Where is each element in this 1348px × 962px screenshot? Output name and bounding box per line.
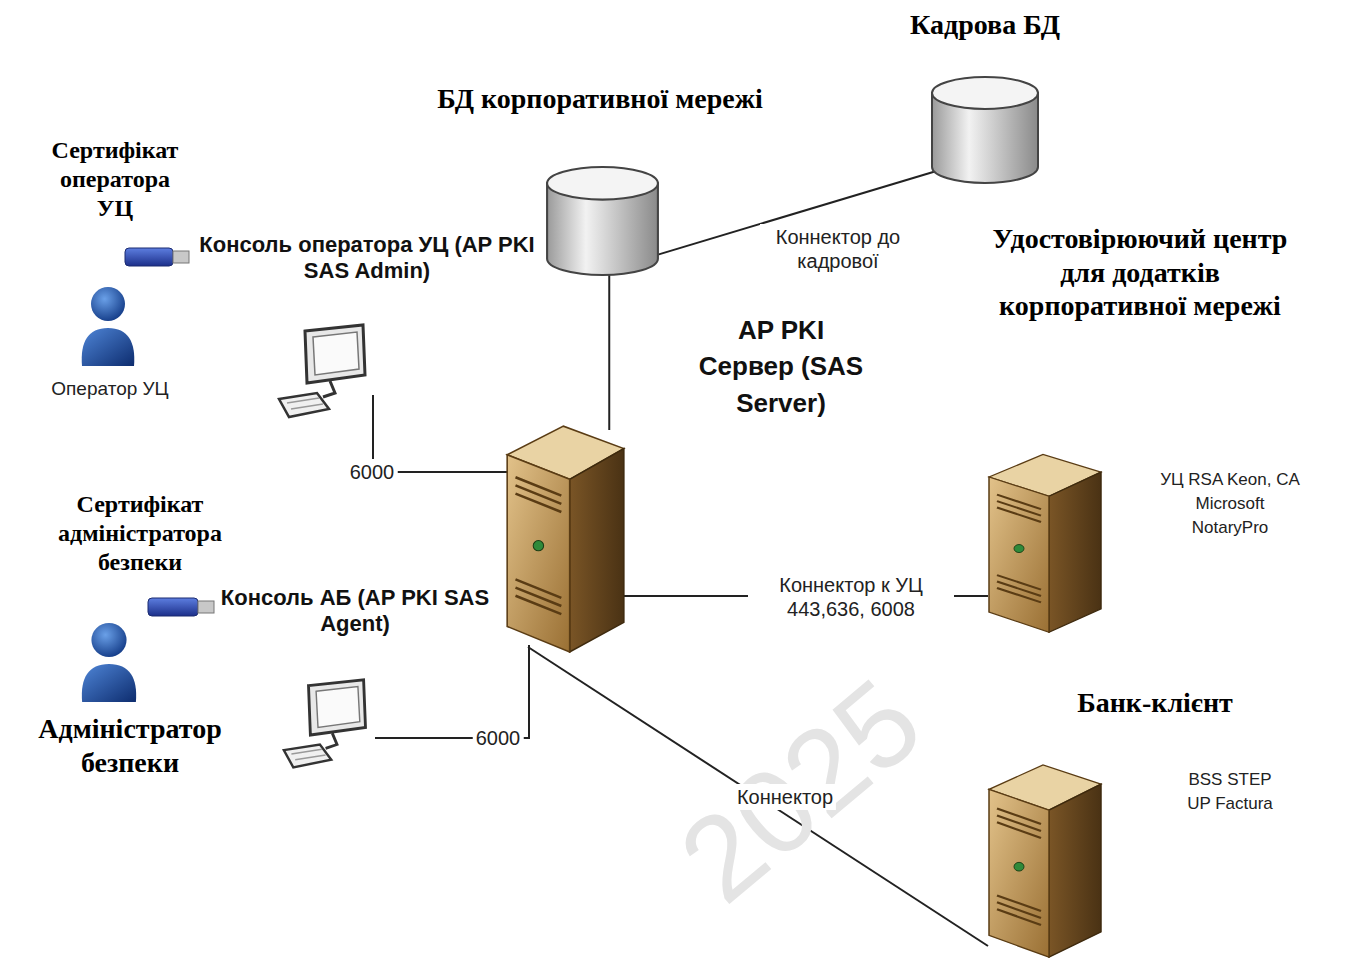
user-icon: Адміністратор безпеки (10, 618, 250, 779)
workstation-shape (275, 323, 375, 423)
workstation-shape (280, 678, 375, 773)
database-cylinder-shape (545, 165, 660, 277)
shape-outline (78, 618, 140, 703)
shape-outline (545, 165, 660, 277)
server-tower-shape (503, 418, 628, 653)
connector-label: 6000 (347, 459, 398, 485)
connector-line (608, 273, 610, 430)
shape-outline (503, 418, 628, 653)
user-icon-shape (78, 282, 138, 367)
usb-token (125, 248, 189, 266)
workstation: Консоль оператора УЦ (AP PKI SAS Admin) (192, 232, 542, 423)
certificate-label: Сертифікат адміністратора безпеки (20, 490, 260, 576)
connector-label: Коннектор (734, 784, 836, 810)
shape-outline (78, 282, 138, 367)
node-title: Банк-клієнт (1030, 686, 1280, 720)
shape-outline (930, 75, 1040, 185)
user-icon-shape (78, 618, 140, 703)
database-cylinder-shape (930, 75, 1040, 185)
node-title: Консоль АБ (AP PKI SAS Agent) (220, 585, 490, 638)
node-title: БД корпоративної мережі (430, 82, 770, 116)
server-tower-shape (985, 448, 1105, 633)
node-title: Оператор УЦ (15, 378, 205, 401)
shape-outline (985, 758, 1105, 958)
node-detail: УЦ RSA Keon, CA Microsoft NotaryPro (1160, 468, 1300, 539)
connector-label: Коннектор до кадрової (760, 224, 916, 274)
node-title: Удостовірюючий центр для додатків корпор… (970, 222, 1310, 323)
node-title: Кадрова БД (860, 8, 1110, 42)
usb-token (148, 598, 214, 616)
node-detail: BSS STEP UP Factura (1180, 768, 1280, 816)
node-title: AP PKI Сервер (SAS Server) (690, 312, 872, 421)
user-icon: Оператор УЦ (15, 282, 205, 401)
connector-line (528, 647, 988, 946)
server-tower-shape (985, 758, 1105, 958)
database-cylinder: Кадрова БД (860, 8, 1110, 185)
certificate-label: Сертифікат оператора УЦ (40, 136, 190, 222)
workstation: Консоль АБ (AP PKI SAS Agent) (220, 585, 490, 773)
server-tower: Банк-клієнтBSS STEP UP Factura (985, 686, 1280, 958)
shape-outline (280, 678, 375, 773)
node-title: Консоль оператора УЦ (AP PKI SAS Admin) (192, 232, 542, 285)
shape-outline (985, 448, 1105, 633)
node-title: Адміністратор безпеки (10, 712, 250, 779)
server-tower: Удостовірюючий центр для додатків корпор… (970, 222, 1310, 633)
connector-label: 6000 (473, 725, 524, 751)
connector-label: Коннектор к УЦ 443,636, 6008 (748, 572, 954, 622)
shape-outline (275, 323, 375, 423)
